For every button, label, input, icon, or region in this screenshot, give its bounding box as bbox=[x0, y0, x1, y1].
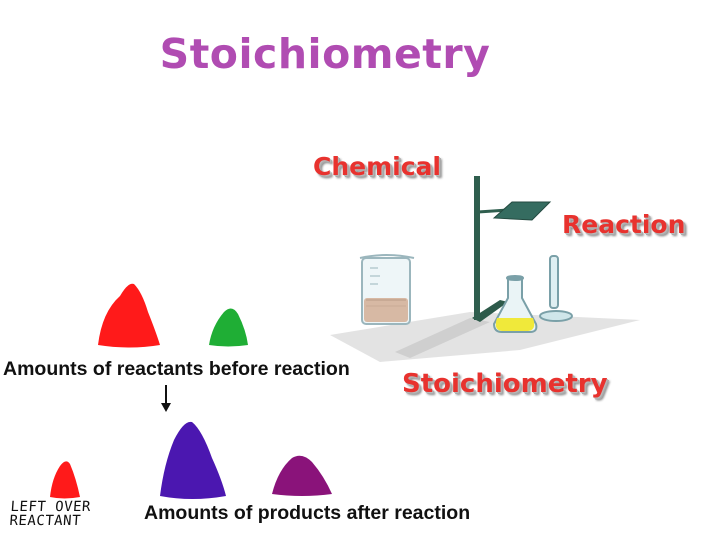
wire-gauze-plate bbox=[492, 201, 552, 221]
reaction-label: Reaction bbox=[562, 210, 686, 239]
large-red-pile bbox=[98, 283, 160, 348]
ring-stand-rod bbox=[474, 176, 480, 320]
stoichiometry-label: Stoichiometry bbox=[402, 369, 608, 399]
purple-product-pile bbox=[272, 455, 332, 496]
reactants-caption: Amounts of reactants before reaction bbox=[3, 358, 350, 380]
stand-base bbox=[472, 300, 508, 322]
test-tube-icon bbox=[539, 255, 573, 322]
chemical-label: Chemical bbox=[313, 152, 441, 181]
stand-shadow bbox=[395, 318, 490, 358]
leftover-reactant-label: LEFT OVER REACTANT bbox=[8, 499, 131, 529]
small-green-pile bbox=[209, 308, 248, 347]
page-title: Stoichiometry bbox=[159, 30, 491, 78]
flask-icon bbox=[492, 275, 538, 333]
down-arrow-icon bbox=[161, 385, 171, 412]
leftover-line-1: LEFT OVER bbox=[9, 499, 92, 515]
products-caption: Amounts of products after reaction bbox=[144, 502, 471, 524]
blue-product-pile bbox=[160, 421, 226, 499]
leftover-line-2: REACTANT bbox=[8, 513, 82, 529]
leftover-red-pile bbox=[50, 461, 80, 499]
beaker-icon bbox=[359, 254, 415, 325]
